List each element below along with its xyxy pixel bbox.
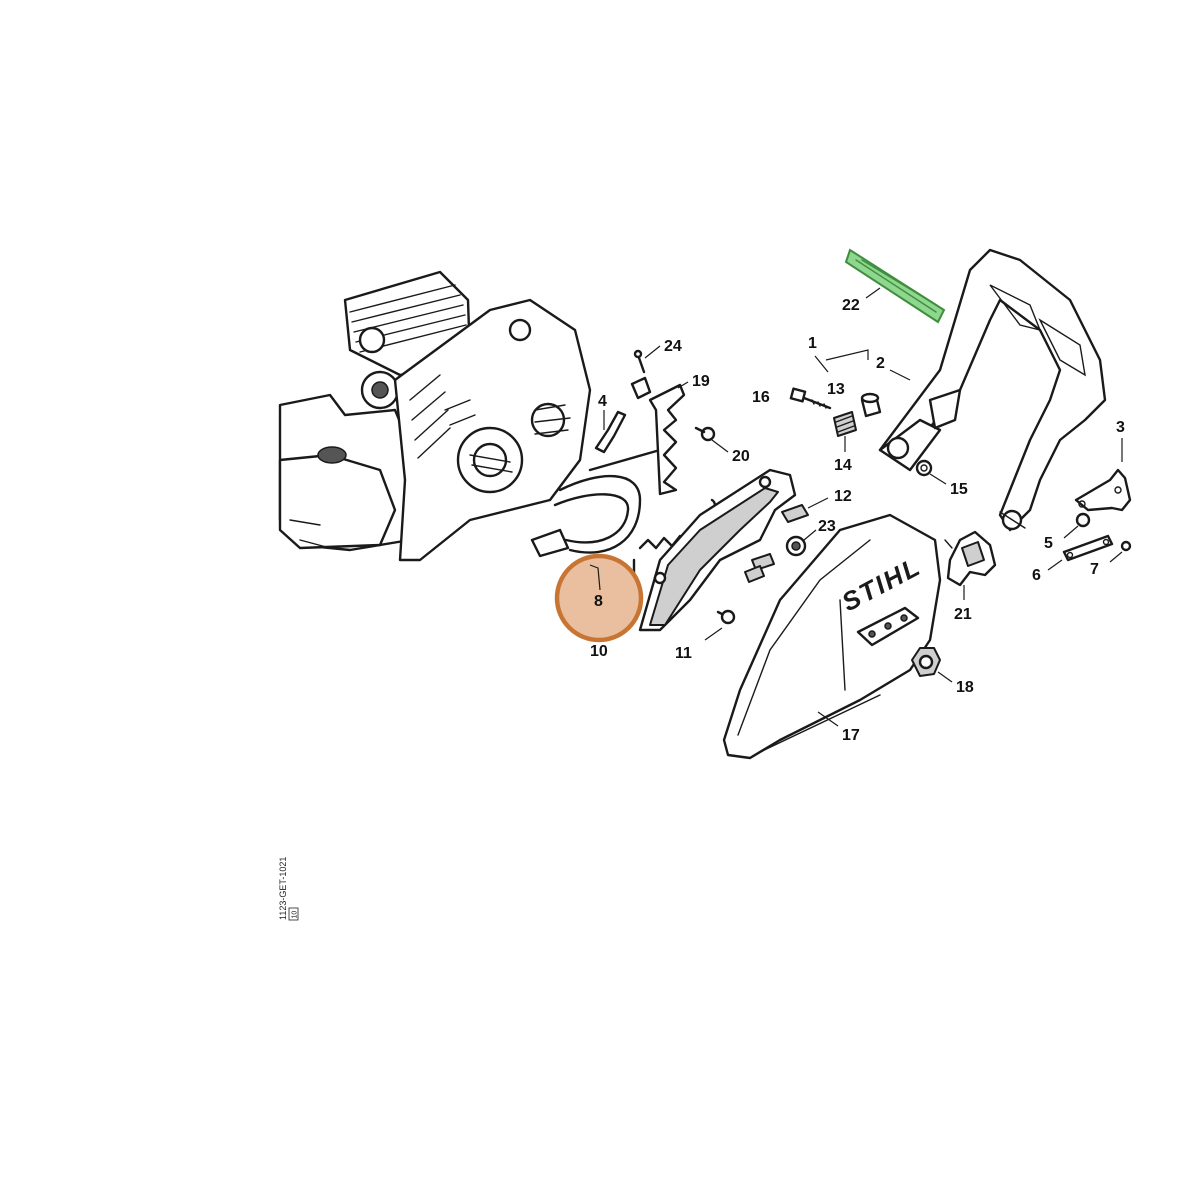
engine-housing [278,270,592,562]
callout-13: 13 [827,381,845,398]
part-8-selected[interactable]: 8 [554,553,644,643]
callout-3: 3 [1116,419,1125,436]
part-1-2-labels: 1 2 [808,335,911,381]
callout-7: 7 [1090,561,1099,578]
callout-24: 24 [664,338,682,355]
part-15-washer[interactable]: 15 [915,459,968,498]
part-11-screw[interactable]: 11 [675,609,736,662]
callout-6: 6 [1032,567,1041,584]
callout-19: 19 [692,373,710,390]
callout-21: 21 [954,606,972,623]
callout-17: 17 [842,727,860,744]
reference-box: 10 [292,911,299,919]
part-17-sprocket-cover[interactable]: STIHL 17 [722,513,942,760]
callout-4: 4 [598,393,607,410]
part-6-link[interactable]: 6 [1032,534,1114,584]
part-19-chain-catcher[interactable]: 19 [648,373,710,496]
callout-2: 2 [876,355,885,372]
callout-15: 15 [950,481,968,498]
drawing-reference: 1123-GET-1021 10 [278,857,299,921]
part-12-pads[interactable]: 12 [744,488,852,583]
callout-22: 22 [842,297,860,314]
callout-1: 1 [808,335,817,352]
callout-5: 5 [1044,535,1053,552]
part-16-bolt[interactable]: 16 [752,387,832,410]
front-hand-guard[interactable] [878,248,1107,532]
reference-code: 1123-GET-1021 [278,857,288,920]
part-10-brake-band[interactable]: 10 [530,448,662,660]
part-23-nut[interactable]: 23 [785,518,836,557]
part-24-clip[interactable]: 24 [630,338,682,400]
callout-20: 20 [732,448,750,465]
callout-16: 16 [752,389,770,406]
part-7-clip[interactable]: 7 [1090,540,1132,578]
callout-14: 14 [834,457,852,474]
selection-circle[interactable] [554,553,644,643]
part-5-washer[interactable]: 5 [1044,512,1091,552]
part-20-screw[interactable]: 20 [694,426,750,465]
callout-11: 11 [675,645,692,662]
callout-23: 23 [818,518,836,535]
part-14-av-spring[interactable]: 14 [833,411,857,474]
part-22-strip[interactable]: 22 [842,248,946,324]
callout-18: 18 [956,679,974,696]
part-4-lever[interactable]: 4 [594,393,627,454]
part-21-actuator[interactable]: 21 [944,530,997,623]
brake-cover-plate[interactable] [638,468,797,632]
part-18-nut[interactable]: 18 [911,647,974,696]
part-13-bushing[interactable]: 13 [827,381,882,418]
part-3-lever[interactable]: 3 [1074,419,1132,512]
callout-10: 10 [590,643,608,660]
callout-12: 12 [834,488,852,505]
callout-8: 8 [594,593,603,610]
